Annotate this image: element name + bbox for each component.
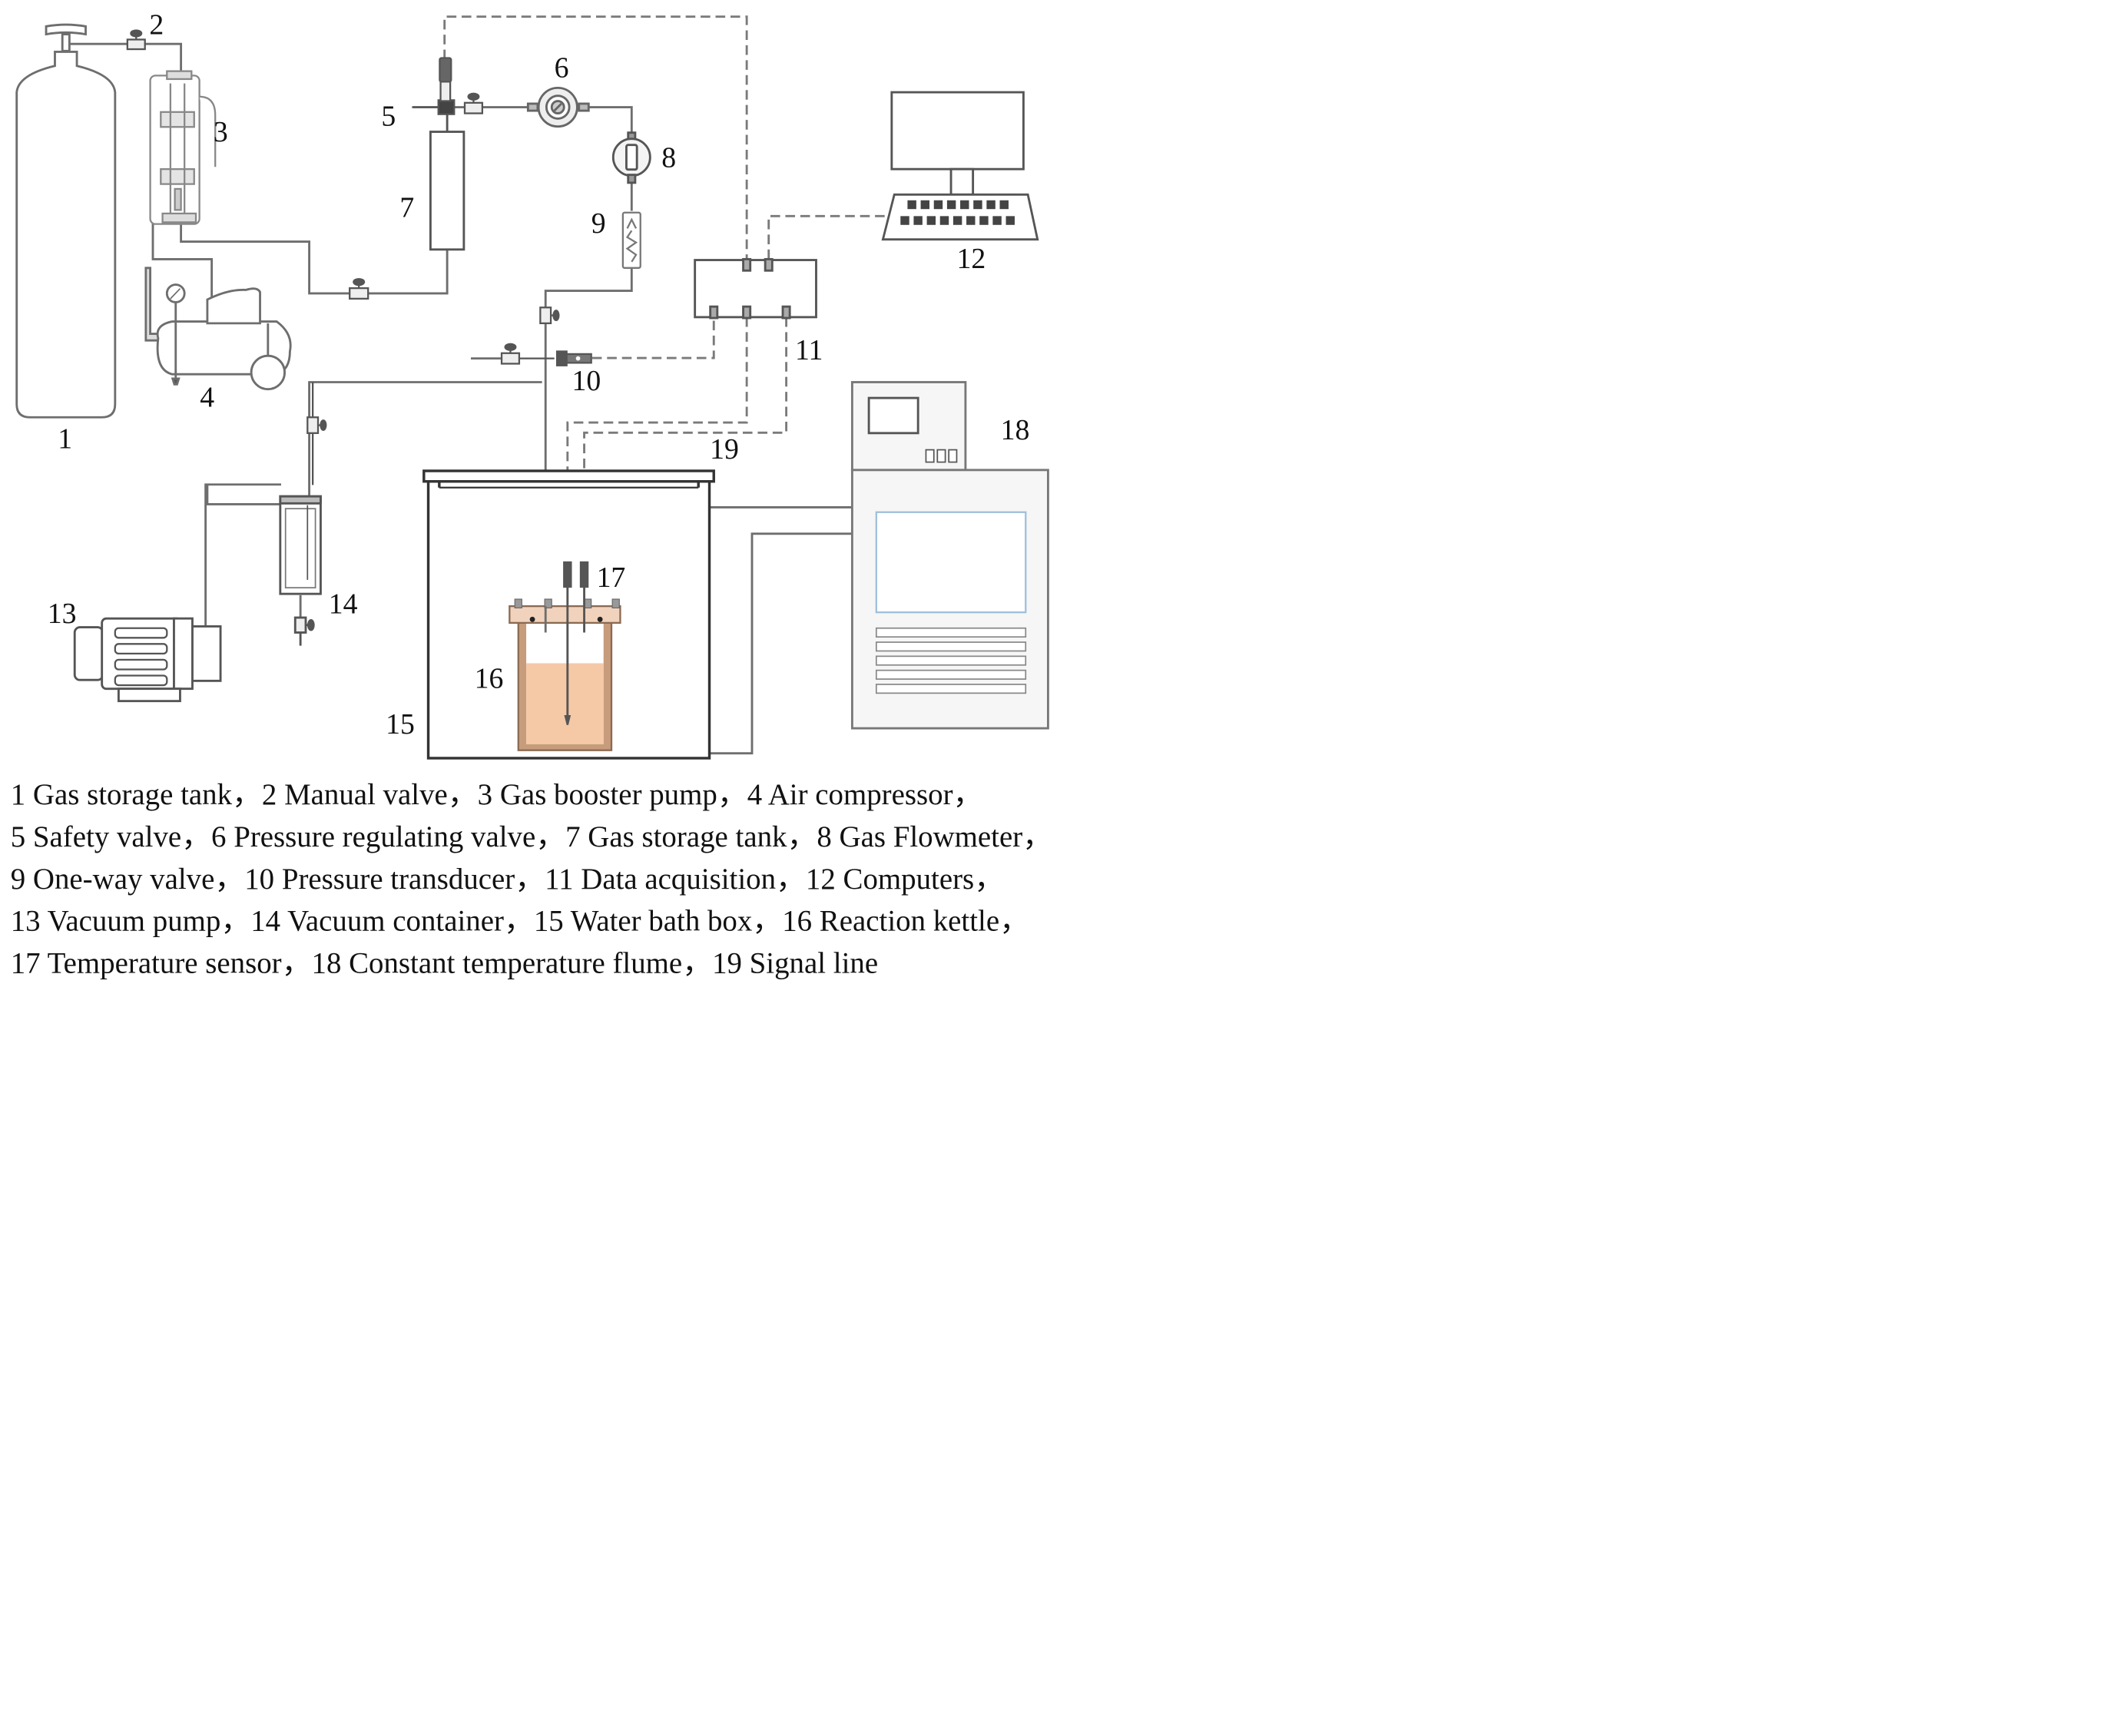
label-4: 4 bbox=[200, 382, 214, 414]
gas-storage-tank-7 bbox=[429, 114, 465, 251]
computer-monitor bbox=[890, 91, 1025, 171]
constant-temperature-flume-18 bbox=[850, 381, 1049, 730]
experimental-setup-figure: 1 2 3 4 5 6 7 8 9 10 11 12 13 14 15 16 1… bbox=[0, 0, 1211, 993]
computer-12 bbox=[881, 91, 1039, 241]
one-way-valve-9 bbox=[621, 211, 641, 269]
cylinder-handwheel bbox=[45, 23, 87, 36]
label-11: 11 bbox=[795, 334, 823, 366]
label-5: 5 bbox=[381, 101, 396, 133]
label-1: 1 bbox=[58, 422, 72, 455]
cylinder-stem bbox=[61, 33, 71, 52]
gas-cylinder-1 bbox=[15, 23, 117, 419]
label-3: 3 bbox=[214, 116, 228, 148]
label-8: 8 bbox=[661, 141, 676, 174]
pressure-regulating-valve-6 bbox=[526, 86, 590, 128]
gas-booster-pump-3 bbox=[149, 70, 217, 225]
keyboard-keys bbox=[900, 200, 1015, 225]
legend-line: 9 One-way valve，10 Pressure transducer，1… bbox=[10, 861, 1005, 896]
label-12: 12 bbox=[956, 243, 986, 275]
component-number-labels: 1 2 3 4 5 6 7 8 9 10 11 12 13 14 15 16 1… bbox=[48, 9, 1030, 740]
label-9: 9 bbox=[591, 207, 606, 240]
label-7: 7 bbox=[399, 191, 414, 224]
label-15: 15 bbox=[386, 708, 415, 740]
label-16: 16 bbox=[475, 663, 504, 695]
inlet-needle-valve bbox=[539, 306, 560, 325]
gas-flowmeter-8 bbox=[611, 131, 651, 184]
label-14: 14 bbox=[329, 588, 358, 620]
vacuum-line-valve bbox=[306, 382, 327, 485]
label-2: 2 bbox=[149, 9, 164, 41]
legend-line: 13 Vacuum pump，14 Vacuum container，15 Wa… bbox=[10, 903, 1029, 938]
label-18: 18 bbox=[1001, 414, 1030, 446]
air-compressor-4 bbox=[144, 267, 292, 391]
vacuum-pump-13 bbox=[73, 617, 222, 703]
label-17: 17 bbox=[597, 562, 626, 594]
cylinder-body bbox=[15, 51, 117, 419]
manual-valve-2 bbox=[126, 29, 146, 51]
legend-line: 5 Safety valve，6 Pressure regulating val… bbox=[10, 820, 1053, 853]
data-acquisition-11 bbox=[694, 257, 817, 320]
computer-stand bbox=[949, 167, 975, 196]
apparatus-diagram: 1 2 3 4 5 6 7 8 9 10 11 12 13 14 15 16 1… bbox=[15, 9, 1049, 760]
label-13: 13 bbox=[48, 598, 77, 630]
legend-line: 17 Temperature sensor，18 Constant temper… bbox=[10, 946, 879, 980]
component-legend: 1 Gas storage tank，2 Manual valve，3 Gas … bbox=[11, 773, 1052, 983]
gas-pipes bbox=[65, 42, 853, 755]
temperature-sensor-17 bbox=[563, 561, 589, 725]
label-10: 10 bbox=[572, 365, 601, 397]
label-19: 19 bbox=[710, 433, 739, 465]
vacuum-container-14 bbox=[279, 495, 322, 646]
reaction-kettle-16 bbox=[509, 598, 621, 751]
safety-valve-5 bbox=[412, 57, 484, 115]
booster-outlet-valve bbox=[349, 277, 369, 300]
label-6: 6 bbox=[555, 52, 569, 84]
legend-line: 1 Gas storage tank，2 Manual valve，3 Gas … bbox=[10, 777, 983, 811]
pressure-transducer-10 bbox=[500, 343, 592, 366]
